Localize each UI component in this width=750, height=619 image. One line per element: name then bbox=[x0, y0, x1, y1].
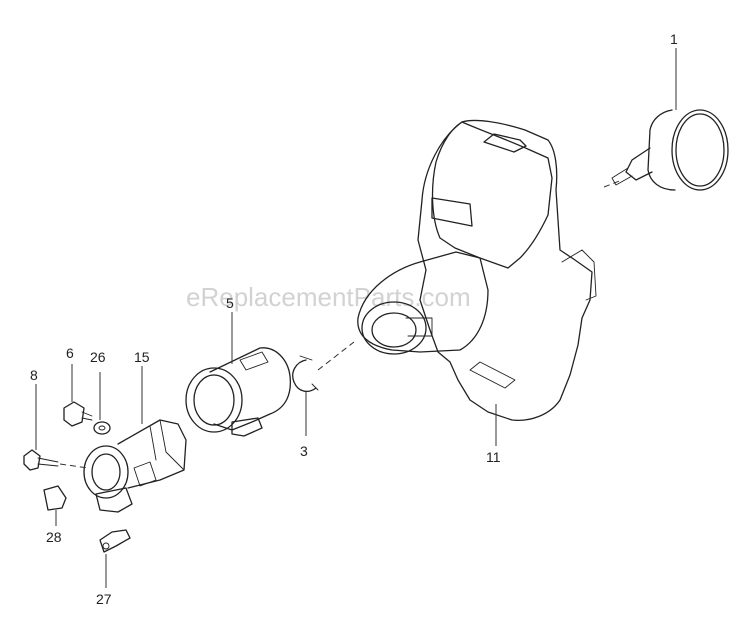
callout-6[interactable]: 6 bbox=[66, 345, 74, 361]
part-11-tube[interactable] bbox=[357, 251, 489, 355]
part-6-bolt[interactable] bbox=[63, 401, 93, 427]
callout-11[interactable]: 11 bbox=[486, 449, 501, 465]
alignment-line-3 bbox=[317, 341, 355, 371]
callout-27[interactable]: 27 bbox=[96, 591, 112, 607]
part-27-bracket[interactable] bbox=[99, 529, 131, 553]
part-26-washer[interactable] bbox=[93, 421, 111, 435]
callout-28[interactable]: 28 bbox=[46, 529, 62, 545]
callout-15[interactable]: 15 bbox=[134, 349, 150, 365]
part-11-housing[interactable] bbox=[417, 119, 597, 421]
part-3-clip[interactable] bbox=[292, 355, 319, 393]
part-8-screw[interactable] bbox=[23, 449, 59, 471]
part-15-clamp[interactable] bbox=[83, 419, 187, 513]
part-1-clutch-drum[interactable] bbox=[611, 109, 729, 191]
callout-5[interactable]: 5 bbox=[226, 295, 234, 311]
callout-3[interactable]: 3 bbox=[300, 443, 308, 459]
part-5-adapter[interactable] bbox=[185, 347, 292, 437]
alignment-line-1 bbox=[603, 179, 623, 188]
callout-1[interactable]: 1 bbox=[670, 31, 678, 47]
part-28-key[interactable] bbox=[43, 485, 67, 511]
alignment-line-8 bbox=[59, 463, 89, 469]
callout-8[interactable]: 8 bbox=[30, 367, 38, 383]
callout-26[interactable]: 26 bbox=[90, 349, 106, 365]
